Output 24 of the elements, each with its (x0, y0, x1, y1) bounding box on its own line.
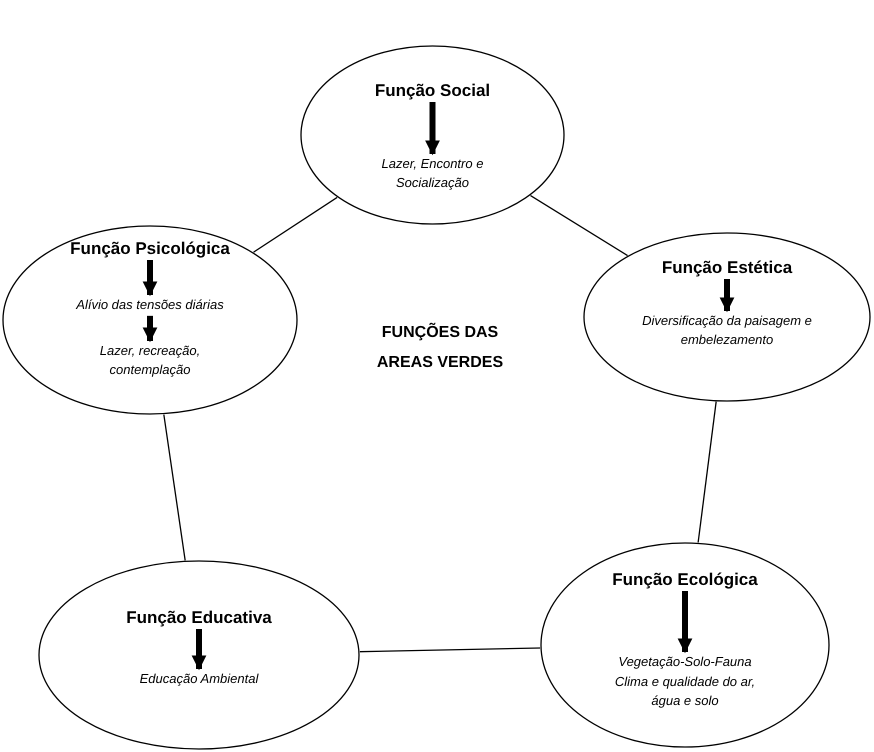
function-description: Lazer, Encontro e Socialização (355, 155, 510, 193)
function-heading: Função Social (300, 81, 565, 101)
function-description: Clima e qualidade do ar, água e solo (600, 673, 770, 711)
connector-line (253, 196, 338, 253)
function-description: Educação Ambiental (109, 670, 289, 689)
connector-line (163, 414, 186, 560)
arrow (142, 260, 158, 296)
function-heading: Função Estética (583, 258, 871, 278)
connector-line (698, 402, 717, 542)
connector-line (530, 195, 628, 256)
function-description: Diversificação da paisagem e embelezamento (632, 312, 822, 350)
function-heading: Função Ecológica (540, 570, 830, 590)
function-heading: Função Psicológica (2, 239, 298, 259)
arrow (720, 279, 734, 312)
arrow (678, 591, 692, 654)
function-description: Alívio das tensões diárias (42, 296, 258, 315)
connector-line (360, 647, 540, 652)
arrow (192, 629, 206, 670)
function-description: Vegetação-Solo-Fauna (605, 653, 765, 672)
arrow (142, 316, 158, 342)
function-heading: Função Educativa (38, 608, 360, 628)
arrow (425, 102, 440, 156)
function-description: Lazer, recreação, contemplação (72, 342, 228, 380)
center-title: FUNÇÕES DAS AREAS VERDES (376, 322, 504, 374)
